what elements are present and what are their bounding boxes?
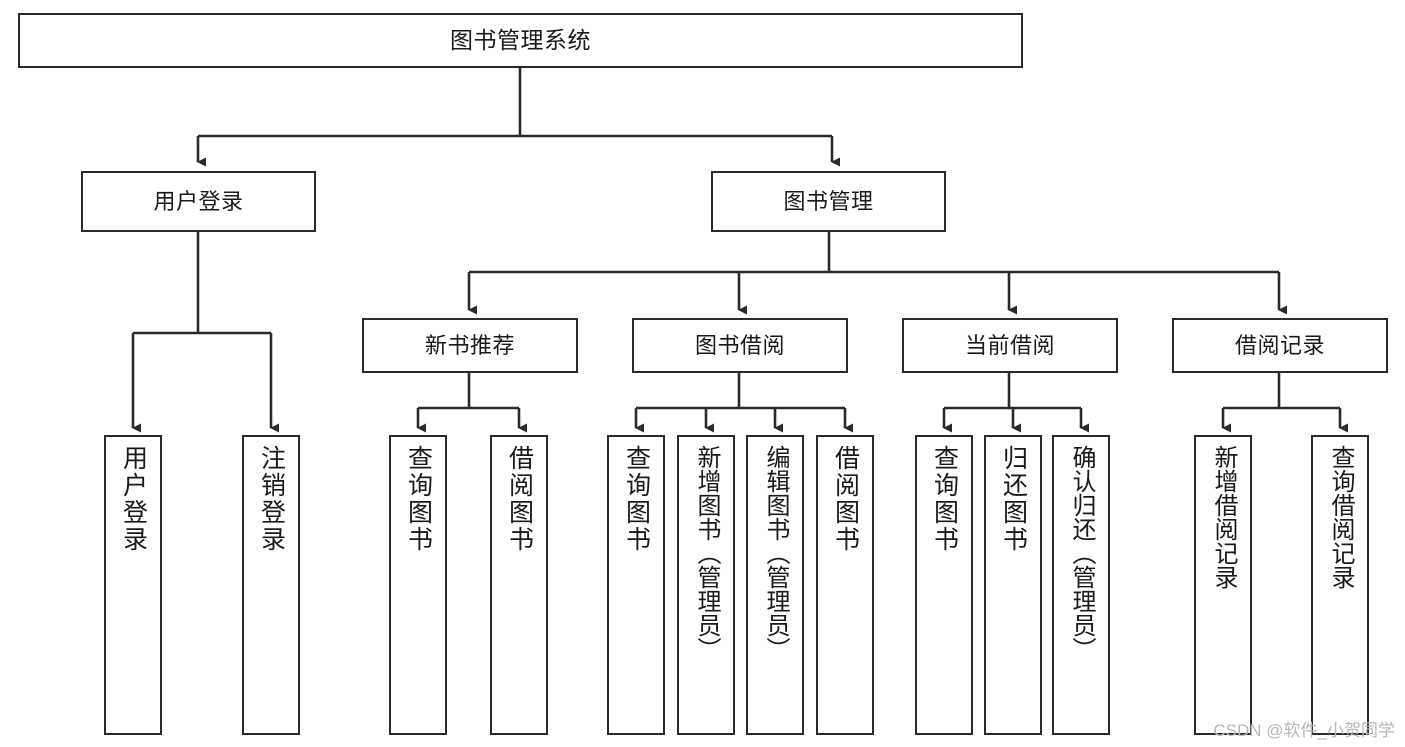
watermark-text: CSDN @软件_小贺同学 <box>1213 721 1395 740</box>
node-label: 注销登录 <box>257 445 286 553</box>
connector-group-book-management <box>467 232 1287 315</box>
node-new-book-recommend[interactable]: 新书推荐 <box>362 318 578 373</box>
node-label: 新增图书（管理员） <box>692 445 720 661</box>
node-label: 图书管理 <box>783 188 874 214</box>
node-label: 图书借阅 <box>694 332 785 358</box>
node-leaf-query-book-1[interactable]: 查询图书 <box>389 435 447 735</box>
node-label: 编辑图书（管理员） <box>761 445 789 661</box>
node-current-borrow[interactable]: 当前借阅 <box>902 318 1118 373</box>
node-leaf-borrow-book-2[interactable]: 借阅图书 <box>816 435 874 735</box>
node-label: 确认归还（管理员） <box>1067 445 1095 661</box>
node-label: 用户登录 <box>119 445 148 553</box>
node-label: 图书管理系统 <box>450 27 591 54</box>
node-leaf-query-book-3[interactable]: 查询图书 <box>915 435 973 735</box>
node-label: 新书推荐 <box>424 332 515 358</box>
node-leaf-confirm-return-admin[interactable]: 确认归还（管理员） <box>1052 435 1110 735</box>
node-label: 归还图书 <box>999 445 1028 553</box>
node-borrow-record[interactable]: 借阅记录 <box>1172 318 1388 373</box>
node-label: 查询图书 <box>404 445 433 553</box>
node-leaf-user-login[interactable]: 用户登录 <box>104 435 162 735</box>
node-label: 用户登录 <box>153 188 244 214</box>
connector-group-new-book-recommend <box>416 373 527 433</box>
connector-group-current-borrow <box>942 373 1089 433</box>
node-root-system[interactable]: 图书管理系统 <box>18 13 1023 68</box>
node-leaf-add-book-admin[interactable]: 新增图书（管理员） <box>677 435 735 735</box>
node-leaf-query-book-2[interactable]: 查询图书 <box>607 435 665 735</box>
node-label: 借阅图书 <box>505 445 534 553</box>
node-leaf-logout-login[interactable]: 注销登录 <box>242 435 300 735</box>
node-leaf-add-borrow-record[interactable]: 新增借阅记录 <box>1194 435 1252 735</box>
node-label: 借阅记录 <box>1234 332 1325 358</box>
node-label: 查询借阅记录 <box>1326 445 1354 589</box>
node-leaf-borrow-book-1[interactable]: 借阅图书 <box>490 435 548 735</box>
node-label: 查询图书 <box>930 445 959 553</box>
node-leaf-edit-book-admin[interactable]: 编辑图书（管理员） <box>746 435 804 735</box>
node-label: 当前借阅 <box>964 332 1055 358</box>
node-book-borrow[interactable]: 图书借阅 <box>632 318 848 373</box>
connector-group-user-login <box>131 232 279 433</box>
connector-group-root <box>196 68 840 167</box>
node-label: 新增借阅记录 <box>1209 445 1237 589</box>
connector-group-book-borrow <box>634 373 853 433</box>
node-leaf-query-borrow-record[interactable]: 查询借阅记录 <box>1311 435 1369 735</box>
node-label: 查询图书 <box>622 445 651 553</box>
node-user-login[interactable]: 用户登录 <box>81 171 316 232</box>
connector-group-borrow-record <box>1221 373 1348 433</box>
node-book-management[interactable]: 图书管理 <box>711 171 946 232</box>
node-leaf-return-book[interactable]: 归还图书 <box>984 435 1042 735</box>
node-label: 借阅图书 <box>831 445 860 553</box>
